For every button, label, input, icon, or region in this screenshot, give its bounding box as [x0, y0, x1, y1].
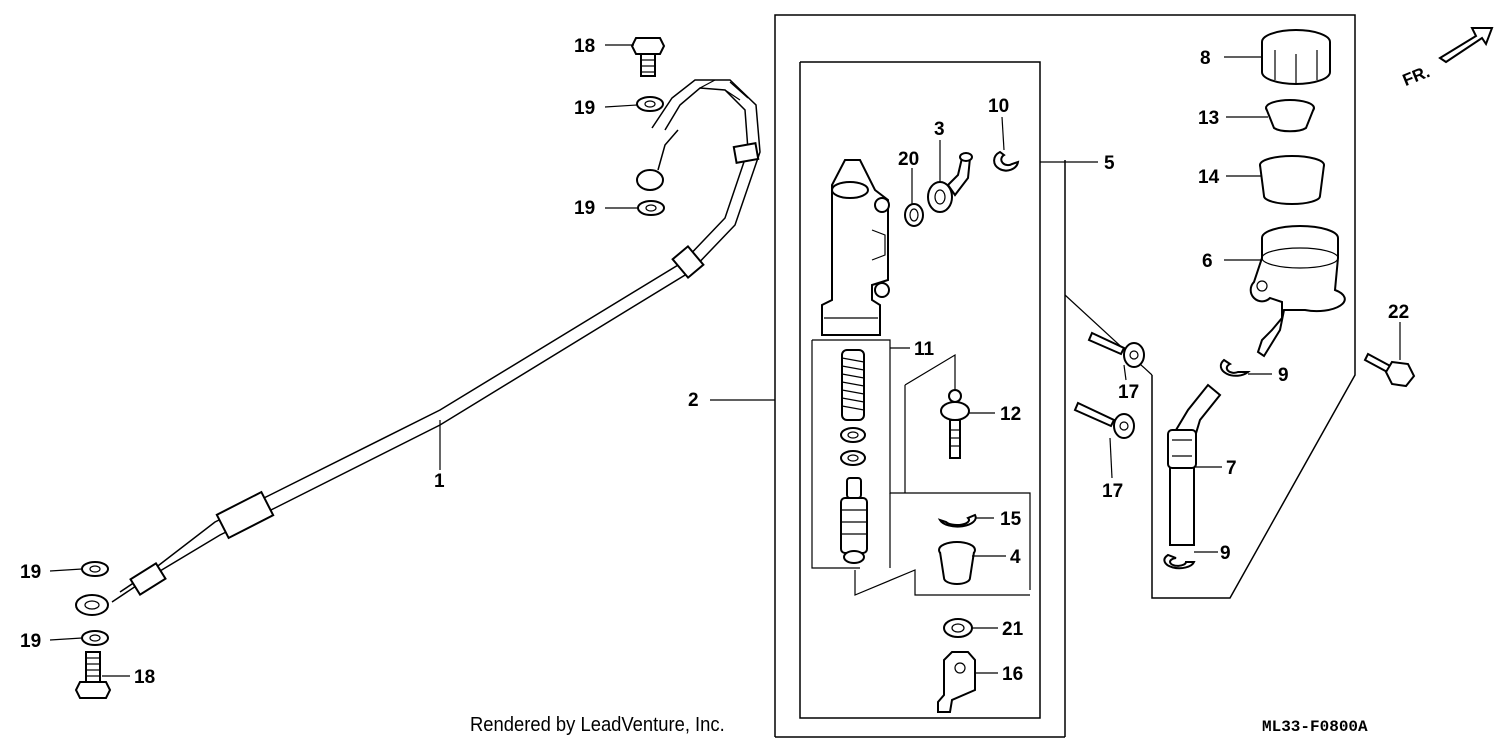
callout-7: 7 [1226, 458, 1237, 479]
piston-spring [841, 349, 865, 421]
callout-19-a: 19 [574, 98, 595, 119]
callout-3: 3 [934, 119, 945, 140]
reservoir-bolt-1 [1087, 331, 1145, 368]
sealing-washer-3 [81, 561, 109, 577]
callout-12: 12 [1000, 404, 1021, 425]
callout-19-b: 19 [574, 198, 595, 219]
reservoir-bolt-2 [1073, 401, 1135, 439]
boot [938, 541, 976, 585]
callout-6: 6 [1202, 251, 1213, 272]
callout-19-c: 19 [20, 562, 41, 583]
o-ring [904, 203, 924, 227]
nut [943, 618, 973, 638]
brake-hose [75, 79, 761, 616]
callout-15: 15 [1000, 509, 1022, 530]
callout-18-lower: 18 [134, 667, 155, 688]
sealing-washer-1 [636, 96, 664, 112]
sealing-washer-2 [637, 200, 665, 216]
hose-clip-upper [1219, 358, 1251, 377]
callout-17-b: 17 [1102, 481, 1123, 502]
pushrod-connector [904, 353, 956, 493]
callout-20: 20 [898, 149, 919, 170]
callout-19-d: 19 [20, 631, 41, 652]
callout-2: 2 [688, 390, 699, 411]
reservoir-hose [1167, 383, 1222, 546]
callout-9-lower: 9 [1220, 543, 1231, 564]
reservoir-tank [1249, 225, 1346, 358]
diaphragm-14 [1259, 155, 1325, 205]
hose-clamp-bracket [937, 651, 976, 713]
callout-5: 5 [1104, 153, 1115, 174]
callout-4: 4 [1010, 547, 1021, 568]
push-rod [940, 389, 970, 459]
callout-1: 1 [434, 471, 445, 492]
boot-leader [854, 569, 1030, 596]
callout-18-upper: 18 [574, 36, 595, 57]
assembly-frame-5 [774, 14, 1356, 738]
master-cylinder-body [821, 159, 890, 336]
sealing-washer-4 [81, 630, 109, 646]
callout-17-a: 17 [1118, 382, 1139, 403]
callout-leaders [49, 44, 1401, 677]
circlip-15 [937, 513, 977, 528]
inlet-joint [927, 152, 973, 213]
callout-13: 13 [1198, 108, 1219, 129]
diagram-code: ML33-F0800A [1262, 718, 1368, 736]
mounting-bolt-22 [1363, 352, 1416, 388]
piston-group-frame-11 [811, 339, 1031, 590]
callout-8: 8 [1200, 48, 1211, 69]
front-label: FR. [1400, 62, 1433, 90]
hose-clip-lower [1163, 553, 1196, 570]
reservoir-cap [1261, 29, 1331, 85]
callout-10: 10 [988, 96, 1009, 117]
callout-16: 16 [1002, 664, 1023, 685]
banjo-bolt-upper [630, 37, 666, 77]
piston [840, 477, 868, 564]
callout-9-upper: 9 [1278, 365, 1289, 386]
front-direction-arrow: FR. [1400, 27, 1494, 90]
render-credit: Rendered by LeadVenture, Inc. [470, 714, 725, 736]
callout-numbers: 18 19 19 1 19 19 18 2 20 3 10 5 11 12 15… [20, 36, 1409, 688]
assembly-frame-2 [799, 61, 1041, 719]
banjo-bolt-lower [74, 651, 112, 699]
callout-14: 14 [1198, 167, 1220, 188]
callout-22: 22 [1388, 302, 1409, 323]
callout-11: 11 [914, 339, 935, 360]
plate-13 [1265, 99, 1315, 133]
callout-21: 21 [1002, 619, 1024, 640]
circlip-10 [993, 150, 1020, 172]
cup-seal-2 [840, 450, 866, 466]
cup-seal-1 [840, 427, 866, 443]
